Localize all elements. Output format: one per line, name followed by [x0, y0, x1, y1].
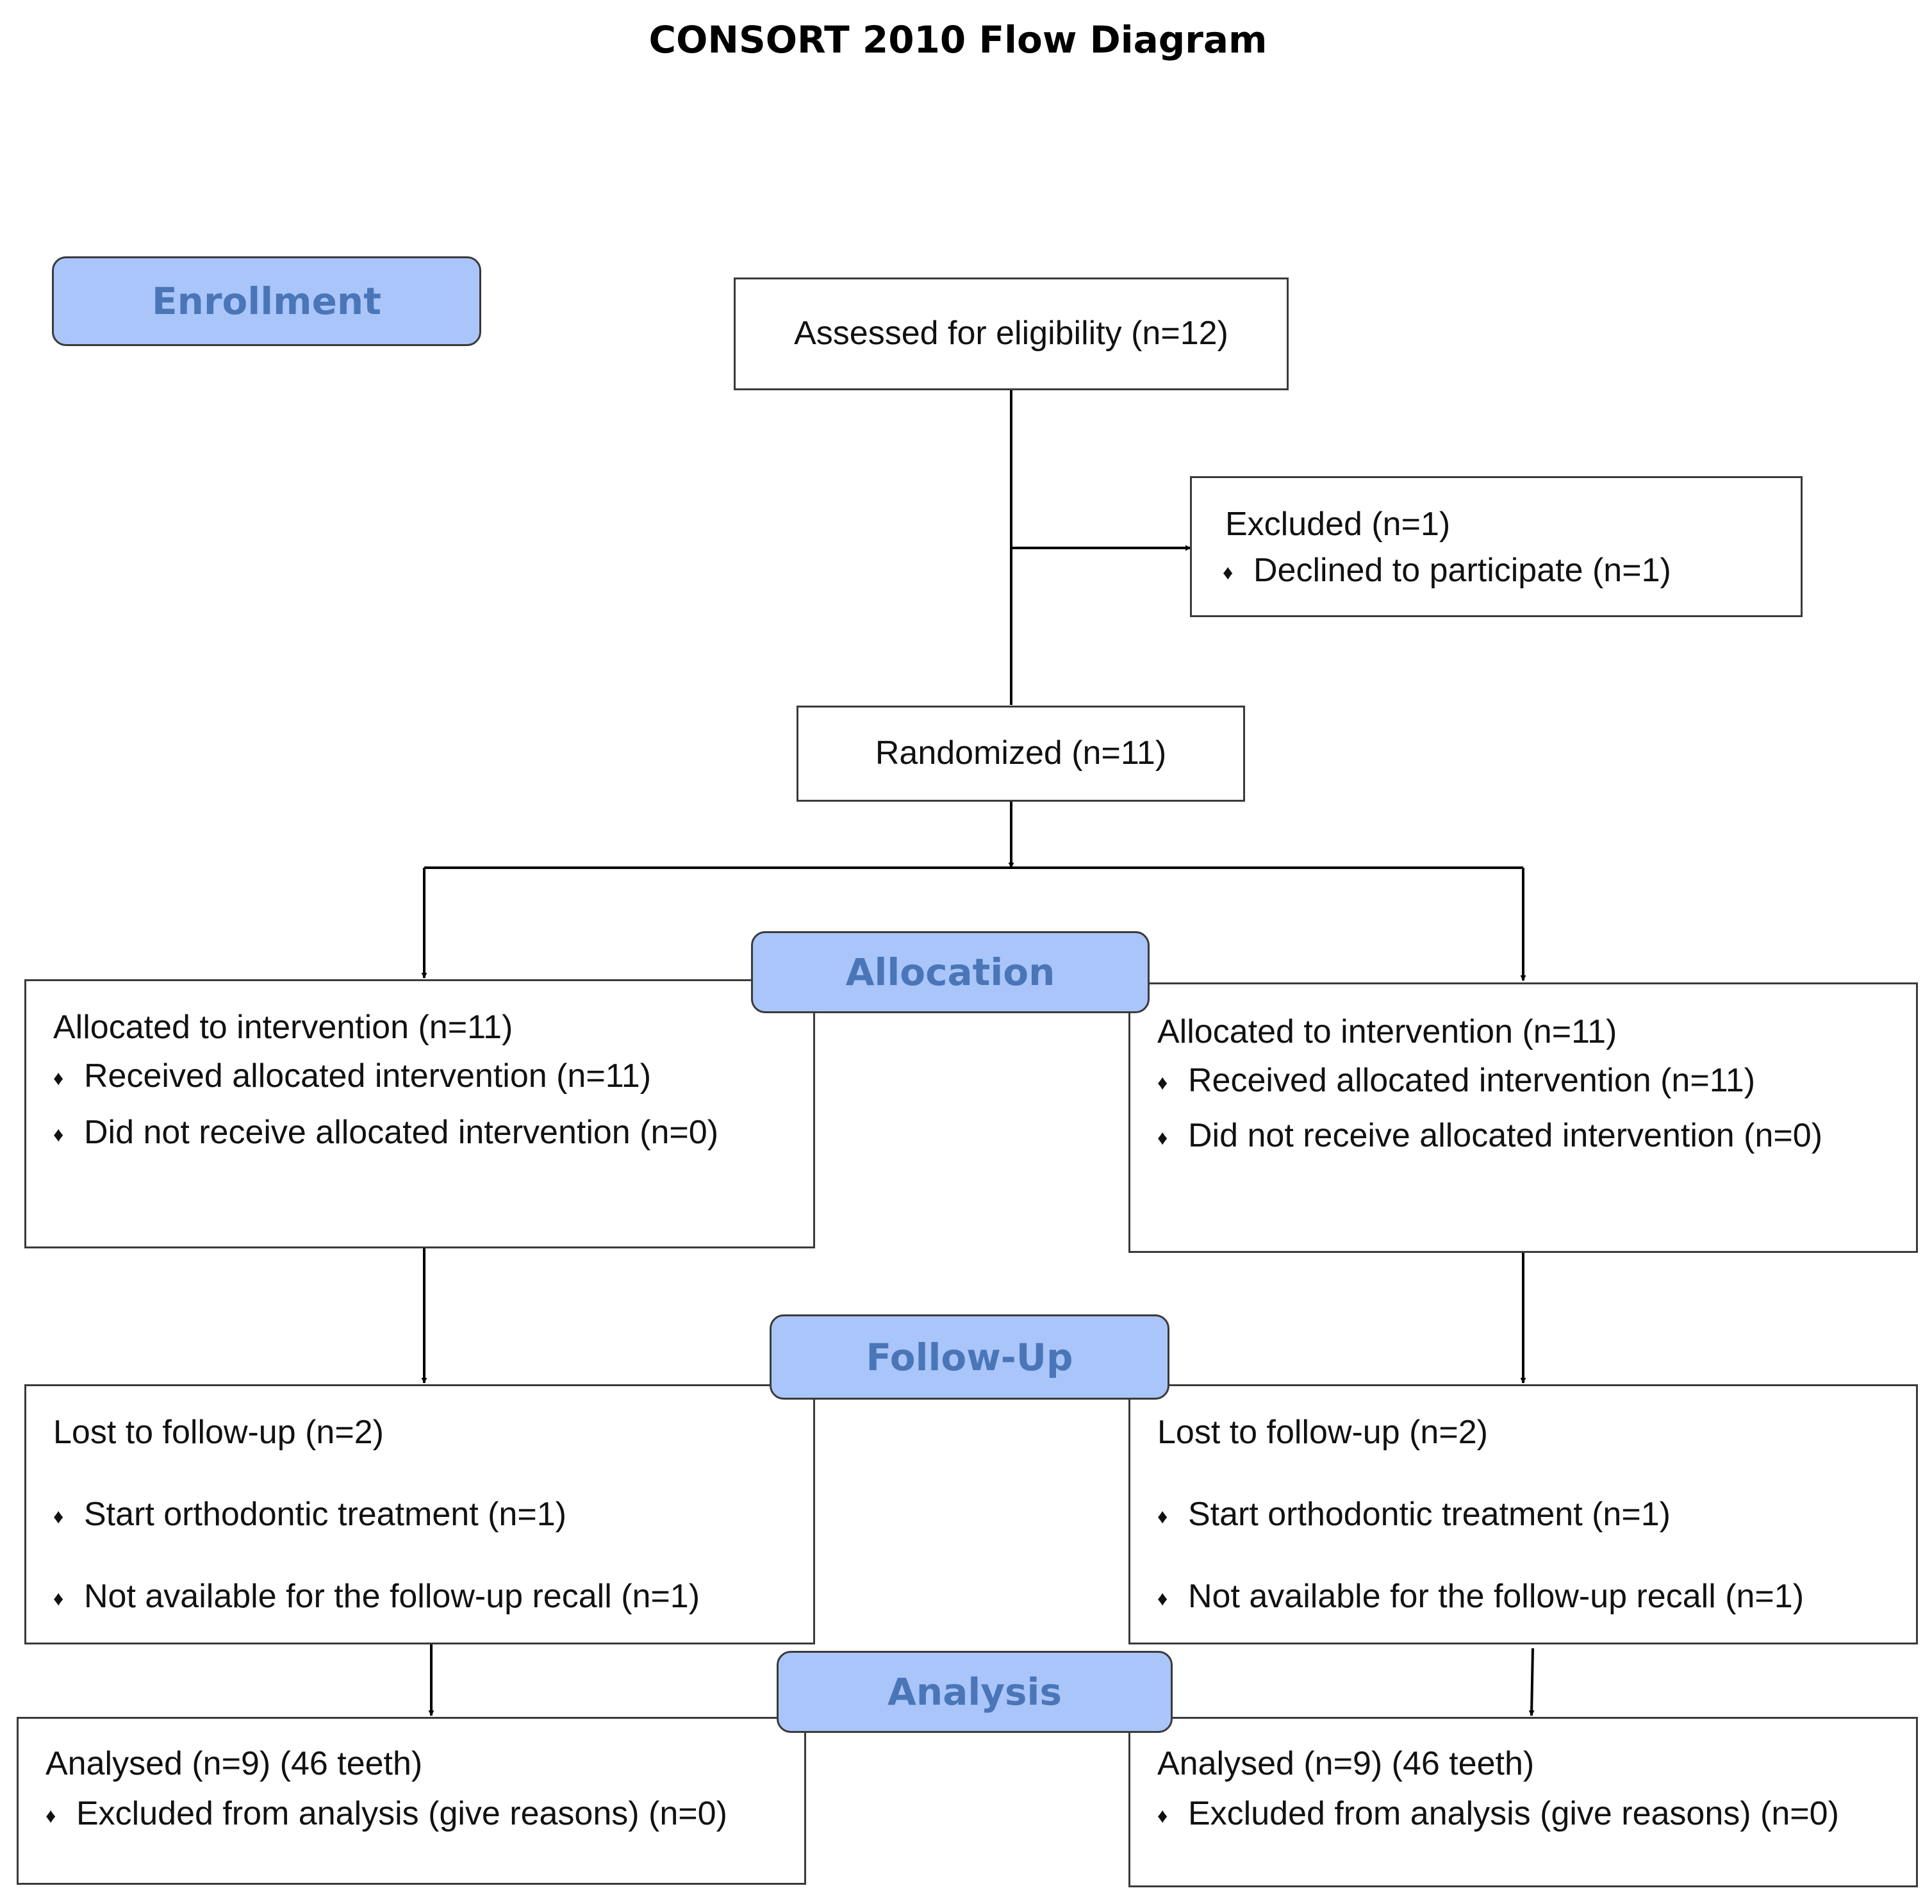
right-allocation-bullet-1: ♦ Received allocated intervention (n=11) — [1157, 1061, 1755, 1100]
left-allocation-bullet-2-text: Did not receive allocated intervention (… — [84, 1114, 719, 1151]
stage-enrollment: Enrollment — [52, 256, 481, 346]
bullet-icon: ♦ — [1157, 1125, 1168, 1149]
excluded-box: Excluded (n=1) ♦ Declined to participate … — [1190, 476, 1803, 617]
bullet-icon: ♦ — [53, 1586, 64, 1610]
bullet-icon: ♦ — [1157, 1803, 1168, 1827]
bullet-icon: ♦ — [1157, 1586, 1168, 1610]
left-allocation-bullet-1-text: Received allocated intervention (n=11) — [84, 1057, 652, 1095]
stage-follow-up: Follow-Up — [770, 1314, 1169, 1400]
diagram-title: CONSORT 2010 Flow Diagram — [648, 18, 1267, 62]
left-followup-heading: Lost to follow-up (n=2) — [53, 1414, 384, 1451]
left-analysis-box: Analysed (n=9) (46 teeth) ♦ Excluded from… — [17, 1717, 806, 1885]
left-allocation-bullet-2: ♦ Did not receive allocated intervention … — [53, 1113, 718, 1152]
right-allocation-bullet-2-text: Did not receive allocated intervention (… — [1188, 1117, 1823, 1154]
right-followup-bullet-1-text: Start orthodontic treatment (n=1) — [1188, 1496, 1671, 1533]
excluded-bullet-1-text: Declined to participate (n=1) — [1253, 552, 1671, 589]
right-allocation-bullet-2: ♦ Did not receive allocated intervention … — [1157, 1116, 1822, 1155]
right-followup-bullet-1: ♦ Start orthodontic treatment (n=1) — [1157, 1495, 1671, 1534]
left-allocation-bullet-1: ♦ Received allocated intervention (n=11) — [53, 1057, 651, 1095]
left-analysis-bullet-1: ♦ Excluded from analysis (give reasons) (… — [45, 1794, 727, 1833]
randomized-text: Randomized (n=11) — [875, 734, 1167, 772]
randomized-box: Randomized (n=11) — [797, 706, 1245, 802]
bullet-icon: ♦ — [53, 1066, 64, 1089]
right-allocation-heading: Allocated to intervention (n=11) — [1157, 1013, 1617, 1050]
right-followup-bullet-2: ♦ Not available for the follow-up recall … — [1157, 1577, 1804, 1616]
right-allocation-bullet-1-text: Received allocated intervention (n=11) — [1188, 1062, 1756, 1099]
left-followup-box: Lost to follow-up (n=2) ♦ Start orthodont… — [24, 1384, 815, 1644]
right-analysis-heading: Analysed (n=9) (46 teeth) — [1157, 1745, 1535, 1782]
bullet-icon: ♦ — [1157, 1070, 1168, 1094]
bullet-icon: ♦ — [45, 1803, 56, 1827]
bullet-icon: ♦ — [1157, 1504, 1168, 1528]
right-analysis-arrow — [1528, 1648, 1535, 1716]
excluded-bullet-1: ♦ Declined to participate (n=1) — [1223, 551, 1671, 590]
excluded-heading: Excluded (n=1) — [1225, 506, 1451, 543]
stage-allocation: Allocation — [751, 931, 1150, 1013]
assessed-box: Assessed for eligibility (n=12) — [734, 277, 1289, 390]
right-analysis-bullet-1: ♦ Excluded from analysis (give reasons) (… — [1157, 1794, 1839, 1833]
left-followup-bullet-1-text: Start orthodontic treatment (n=1) — [84, 1496, 566, 1533]
right-analysis-box: Analysed (n=9) (46 teeth) ♦ Excluded from… — [1128, 1717, 1918, 1887]
assessed-text: Assessed for eligibility (n=12) — [794, 315, 1228, 352]
left-followup-bullet-1: ♦ Start orthodontic treatment (n=1) — [53, 1495, 566, 1534]
bullet-icon: ♦ — [53, 1122, 64, 1146]
left-allocation-heading: Allocated to intervention (n=11) — [53, 1009, 513, 1046]
left-followup-bullet-2: ♦ Not available for the follow-up recall … — [53, 1577, 700, 1616]
right-allocation-box: Allocated to intervention (n=11) ♦ Receiv… — [1128, 982, 1918, 1253]
left-analysis-heading: Analysed (n=9) (46 teeth) — [45, 1745, 423, 1782]
left-followup-bullet-2-text: Not available for the follow-up recall (… — [84, 1578, 700, 1615]
right-followup-heading: Lost to follow-up (n=2) — [1157, 1414, 1488, 1451]
left-allocation-box: Allocated to intervention (n=11) ♦ Receiv… — [24, 979, 815, 1248]
right-followup-bullet-2-text: Not available for the follow-up recall (… — [1188, 1578, 1804, 1615]
bullet-icon: ♦ — [1223, 560, 1234, 584]
left-analysis-bullet-1-text: Excluded from analysis (give reasons) (n… — [76, 1795, 727, 1832]
right-analysis-bullet-1-text: Excluded from analysis (give reasons) (n… — [1188, 1795, 1839, 1832]
bullet-icon: ♦ — [53, 1504, 64, 1528]
stage-analysis: Analysis — [777, 1651, 1173, 1733]
right-followup-box: Lost to follow-up (n=2) ♦ Start orthodont… — [1128, 1384, 1918, 1644]
